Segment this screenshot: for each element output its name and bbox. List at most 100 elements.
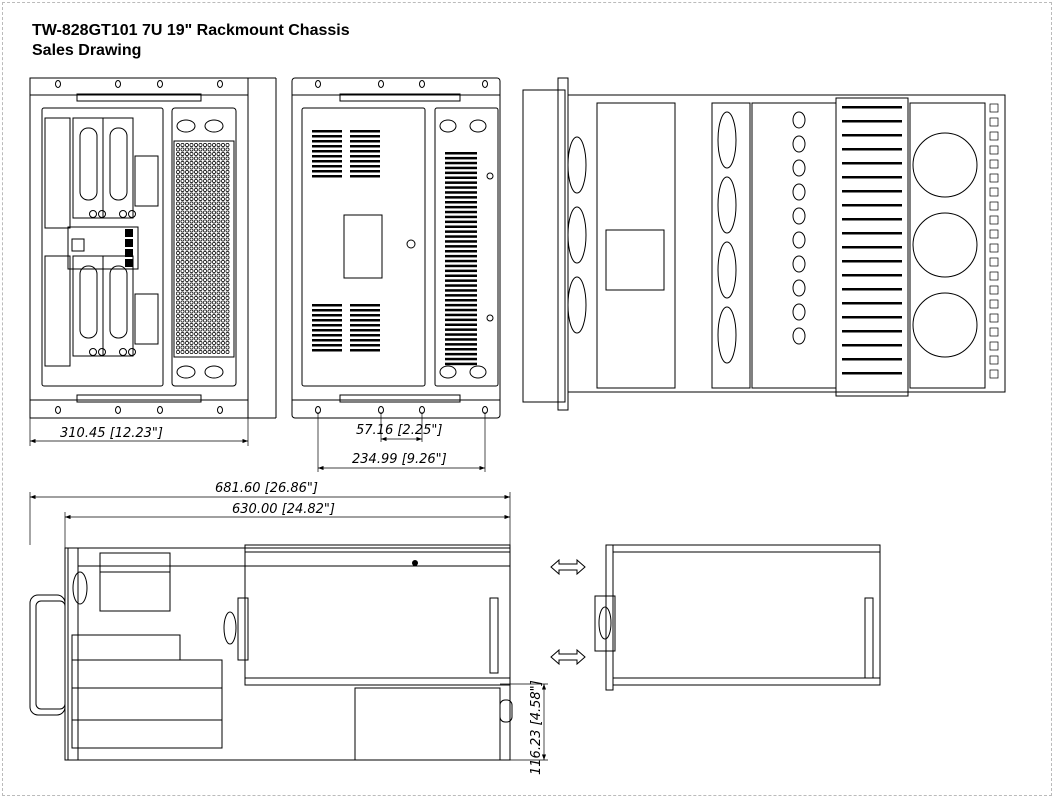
vent-hole: [180, 318, 185, 323]
vent-hole: [216, 341, 221, 345]
vent-hole: [216, 233, 221, 237]
vent-hole: [212, 309, 216, 314]
vent-hole: [221, 332, 225, 336]
vent-hole: [194, 269, 198, 273]
vent-hole: [198, 215, 203, 219]
slot-bracket: [989, 215, 999, 225]
vent-hole: [221, 183, 225, 188]
led-icon: [119, 210, 127, 218]
mount-hole-icon: [115, 80, 121, 88]
vent-slot: [445, 303, 477, 307]
vent-hole: [185, 215, 189, 219]
vent-hole: [194, 309, 198, 314]
mount-hole-icon: [115, 406, 121, 414]
top-view: [522, 77, 1006, 411]
vent-hole: [176, 260, 180, 264]
vent-hole: [203, 161, 207, 165]
vent-hole: [207, 147, 212, 152]
vent-hole: [198, 237, 203, 242]
vent-hole: [207, 188, 212, 192]
vent-hole: [225, 300, 230, 305]
vent-slot: [350, 344, 380, 347]
vent-hole: [212, 341, 216, 345]
vent-hole: [180, 255, 185, 260]
vent-hole: [198, 188, 203, 192]
vent-slot: [445, 352, 477, 356]
vent-hole: [189, 264, 194, 269]
vent-hole: [189, 228, 194, 233]
vent-hole: [194, 197, 198, 201]
vent-hole: [216, 251, 221, 255]
vent-hole: [198, 282, 203, 287]
vent-hole: [189, 350, 194, 354]
vent-hole: [207, 237, 212, 242]
vent-hole: [185, 269, 189, 273]
vent-slot: [445, 284, 477, 287]
vent-hole: [216, 201, 221, 206]
vent-hole: [212, 332, 216, 336]
vent-hole: [189, 332, 194, 336]
vent-hole: [203, 341, 207, 345]
vent-hole: [212, 291, 216, 296]
vent-hole: [221, 170, 225, 174]
mount-hole-icon: [792, 327, 806, 345]
indicator-icon: [125, 239, 133, 247]
vent-hole: [198, 305, 203, 309]
vent-hole: [225, 237, 230, 242]
expansion-slot: [842, 148, 902, 151]
slot-bracket: [989, 327, 999, 337]
vent-hole: [203, 170, 207, 174]
vent-slot: [445, 259, 477, 263]
vent-slot: [350, 130, 380, 133]
vent-hole: [180, 282, 185, 287]
vent-slot: [445, 181, 477, 184]
vent-hole: [198, 300, 203, 305]
vent-hole: [198, 174, 203, 179]
mount-hole-icon: [792, 183, 806, 201]
vent-hole: [180, 143, 185, 147]
fan-icon: [717, 111, 737, 169]
floppy-bracket: [134, 155, 159, 207]
vent-slot: [350, 140, 380, 143]
vent-slot: [445, 156, 477, 160]
vent-hole: [189, 260, 194, 264]
slot-bracket: [989, 271, 999, 281]
vent-hole: [180, 242, 185, 246]
vent-hole: [216, 219, 221, 224]
vent-slot: [445, 196, 477, 199]
mount-hole-icon: [792, 255, 806, 273]
vent-hole: [194, 170, 198, 174]
vent-hole: [198, 152, 203, 156]
vent-hole: [198, 278, 203, 282]
vent-hole: [212, 264, 216, 269]
drawing-title-block: TW-828GT101 7U 19" Rackmount Chassis Sal…: [32, 21, 350, 61]
vent-hole: [185, 192, 189, 197]
vent-slot: [445, 215, 477, 219]
vent-hole: [176, 161, 180, 165]
vent-hole: [203, 327, 207, 332]
vent-hole: [176, 314, 180, 318]
vent-hole: [207, 152, 212, 156]
vent-hole: [225, 246, 230, 251]
vent-hole: [185, 188, 189, 192]
vent-hole: [194, 287, 198, 291]
vent-hole: [189, 147, 194, 152]
vent-hole: [221, 282, 225, 287]
vent-hole: [225, 228, 230, 233]
vent-hole: [189, 179, 194, 183]
vent-slot: [445, 333, 477, 336]
vent-hole: [198, 327, 203, 332]
vent-hole: [221, 233, 225, 237]
vent-hole: [185, 224, 189, 228]
vent-hole: [176, 179, 180, 183]
vent-hole: [207, 332, 212, 336]
vent-hole: [225, 197, 230, 201]
vent-hole: [207, 255, 212, 260]
vent-hole: [221, 192, 225, 197]
vent-hole: [189, 206, 194, 210]
vent-slot: [312, 344, 342, 347]
vent-hole: [216, 336, 221, 341]
vent-hole: [185, 260, 189, 264]
vent-hole: [216, 206, 221, 210]
